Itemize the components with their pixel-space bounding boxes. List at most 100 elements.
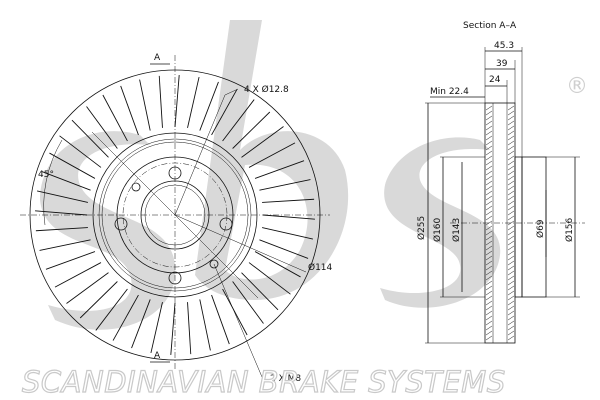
cooling-vane (211, 89, 238, 136)
hatch-line (507, 250, 515, 256)
cooling-vane (170, 302, 176, 355)
hatch-line (507, 135, 515, 141)
hatch-line (485, 275, 493, 281)
hatch-line (507, 245, 515, 251)
hatch-line (485, 270, 493, 276)
hatch-line (507, 240, 515, 246)
cooling-vane (120, 85, 139, 136)
cooling-vane (248, 262, 291, 295)
hatch-line (507, 150, 515, 156)
hatch-line (485, 235, 493, 241)
hatch-line (507, 125, 515, 131)
cooling-vanes (35, 75, 315, 355)
hatch-line (485, 330, 493, 336)
hatch-line (485, 145, 493, 151)
hatch-line (507, 145, 515, 151)
hatch-line (485, 210, 493, 216)
cooling-vane (102, 94, 128, 142)
hatch-line (485, 165, 493, 171)
section-title: Section A–A (463, 21, 517, 31)
hatch-line (507, 200, 515, 206)
cooling-vane (241, 126, 284, 158)
hatch-line (507, 285, 515, 291)
dim-45-3: 45.3 (494, 41, 514, 51)
cooling-vane (35, 227, 88, 232)
hatch-line (507, 260, 515, 266)
hatch-line (507, 335, 515, 341)
cooling-vane (232, 111, 271, 149)
hatch-line (485, 300, 493, 306)
section-hatch (485, 105, 515, 341)
hatch-line (485, 175, 493, 181)
brand-text: SCANDINAVIAN BRAKE SYSTEMS (22, 365, 506, 399)
cooling-vane (59, 135, 102, 168)
hatch-line (507, 270, 515, 276)
hatch-line (485, 305, 493, 311)
cooling-vane (199, 299, 211, 351)
angle-label: 45° (38, 170, 54, 180)
hatch-line (485, 200, 493, 206)
dia-69: Ø69 (535, 219, 546, 238)
hatch-line (507, 230, 515, 236)
hatch-line (485, 245, 493, 251)
cooling-vane (112, 294, 139, 341)
cooling-vane (158, 75, 163, 128)
hatch-line (507, 130, 515, 136)
hatch-line (507, 265, 515, 271)
cooling-vane (95, 288, 128, 331)
dia-160: Ø160 (432, 217, 443, 242)
hatch-line (485, 105, 493, 111)
cooling-vane (45, 251, 96, 270)
hatch-line (507, 140, 515, 146)
hatch-line (485, 205, 493, 211)
cooling-vane (187, 302, 192, 355)
hatch-line (485, 230, 493, 236)
cooling-vane (71, 119, 109, 158)
dia-143: Ø143 (451, 218, 462, 242)
hatch-line (507, 295, 515, 301)
cooling-vane (86, 106, 118, 149)
cooling-vane (211, 294, 230, 345)
hatch-line (507, 325, 515, 331)
stud-hole (219, 217, 233, 231)
cooling-vane (36, 190, 88, 203)
cooling-vane (199, 81, 219, 131)
hatch-line (485, 310, 493, 316)
cooling-vane (131, 299, 151, 349)
hatch-line (485, 285, 493, 291)
stud-hole (114, 217, 128, 231)
cooling-vane (262, 198, 315, 203)
hatch-line (485, 325, 493, 331)
hatch-line (507, 190, 515, 196)
dia-156: Ø156 (564, 217, 575, 242)
min-thickness: Min 22.4 (430, 87, 469, 97)
cooling-vane (54, 262, 102, 288)
dim-39: 39 (496, 59, 508, 69)
hatch-line (485, 265, 493, 271)
sbs-watermark-logo (40, 20, 501, 330)
hatch-line (485, 160, 493, 166)
thread-hole (209, 259, 219, 269)
hatch-line (507, 160, 515, 166)
hatch-line (485, 225, 493, 231)
hatch-line (507, 115, 515, 121)
cooling-vane (262, 227, 314, 240)
hatch-line (507, 315, 515, 321)
hatch-line (507, 215, 515, 221)
cooling-vane (259, 239, 309, 259)
hatch-line (485, 150, 493, 156)
cooling-vane (49, 152, 96, 179)
cooling-vane (248, 142, 296, 168)
hatch-line (485, 215, 493, 221)
hatch-line (485, 125, 493, 131)
thread-callout: 2 X M8 (270, 374, 301, 384)
hatch-line (485, 190, 493, 196)
hatch-line (507, 175, 515, 181)
cooling-vane (150, 302, 163, 354)
hatch-line (485, 240, 493, 246)
cooling-vane (254, 160, 305, 179)
hatch-line (485, 185, 493, 191)
hatch-line (507, 185, 515, 191)
cooling-vane (41, 171, 91, 191)
